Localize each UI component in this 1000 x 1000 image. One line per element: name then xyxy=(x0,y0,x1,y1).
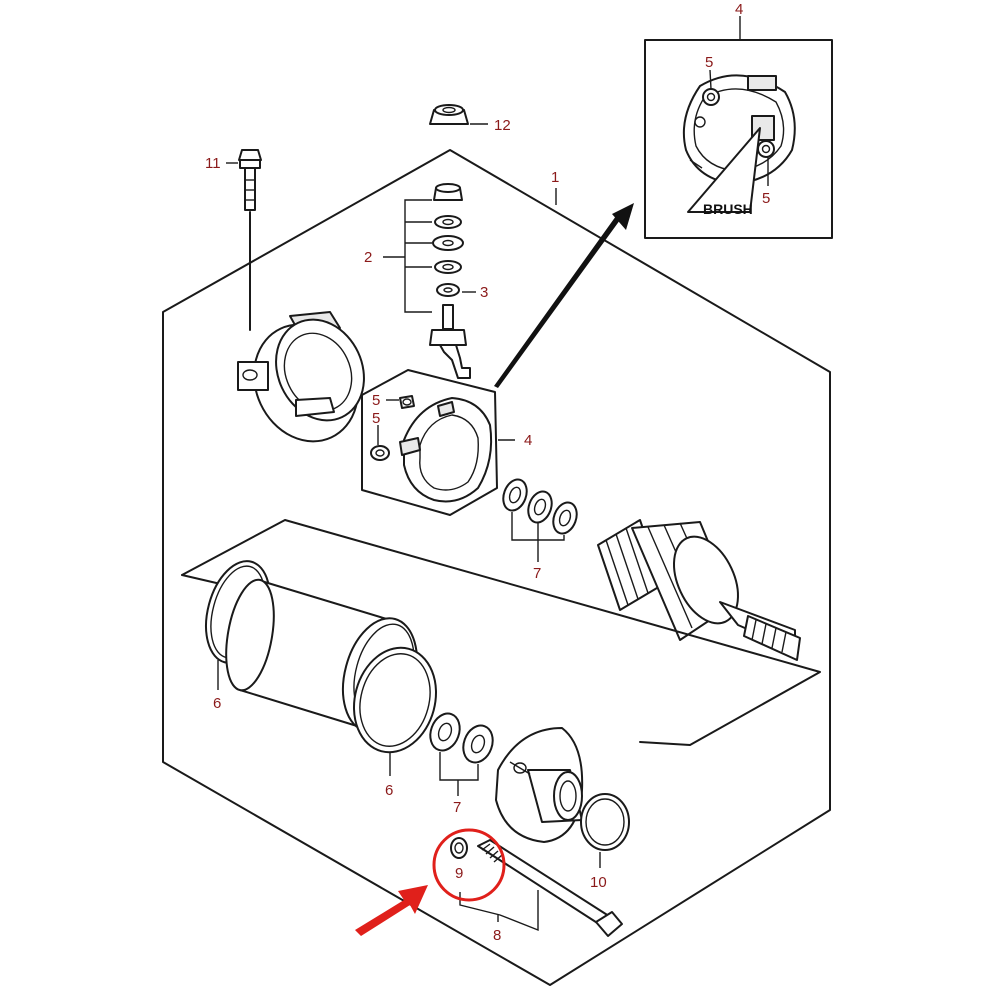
callout-7-upper: 7 xyxy=(533,565,541,582)
callout-8: 8 xyxy=(493,927,501,944)
bracket-7-upper xyxy=(511,512,565,562)
callout-9: 9 xyxy=(455,865,463,882)
assembly-boundary xyxy=(162,149,831,986)
washers-7-lower xyxy=(429,712,494,764)
callout-4-inset: 4 xyxy=(735,1,743,18)
bracket-2 xyxy=(404,199,432,313)
callout-7-lower: 7 xyxy=(453,799,461,816)
nut-12 xyxy=(429,104,469,125)
brush-holder-inset-box xyxy=(644,39,833,239)
highlight-circle xyxy=(432,828,506,902)
callout-5-b: 5 xyxy=(372,410,380,427)
callout-10: 10 xyxy=(590,874,607,891)
o-ring-10 xyxy=(580,793,630,851)
armature xyxy=(597,519,801,661)
callout-1: 1 xyxy=(551,169,559,186)
end-cover-housing xyxy=(237,311,365,443)
drive-end-bracket xyxy=(495,727,584,843)
callout-3: 3 xyxy=(480,284,488,301)
o-ring-6-right xyxy=(353,646,437,754)
inset-link-arrow xyxy=(494,205,632,388)
washers-7-upper xyxy=(502,478,578,535)
callout-5-a: 5 xyxy=(372,392,380,409)
callout-4: 4 xyxy=(524,432,532,449)
callout-6-right: 6 xyxy=(385,782,393,799)
brush-spring-b xyxy=(370,445,390,461)
bracket-8-9 xyxy=(459,890,539,932)
brush-holder-group-hex xyxy=(361,369,498,516)
washer-9 xyxy=(450,837,468,859)
bolt-11 xyxy=(238,149,262,211)
callout-2: 2 xyxy=(364,249,372,266)
brush-holder-plate xyxy=(399,397,493,503)
brush-spring-a xyxy=(399,395,415,409)
callout-12: 12 xyxy=(494,117,511,134)
terminal-hardware-2 xyxy=(432,183,464,297)
brush-label: BRUSH xyxy=(703,201,753,217)
callout-5-inset-bottom: 5 xyxy=(762,190,770,207)
callout-5-inset-top: 5 xyxy=(705,54,713,71)
callout-11: 11 xyxy=(205,155,221,172)
highlight-arrow xyxy=(355,885,428,936)
terminal-bolt xyxy=(429,304,471,379)
brush-pointer xyxy=(687,127,761,213)
yoke-group-boundary xyxy=(181,519,821,746)
bracket-7-lower xyxy=(439,752,479,796)
through-bolt-8 xyxy=(477,839,623,937)
callout-6-left: 6 xyxy=(213,695,221,712)
